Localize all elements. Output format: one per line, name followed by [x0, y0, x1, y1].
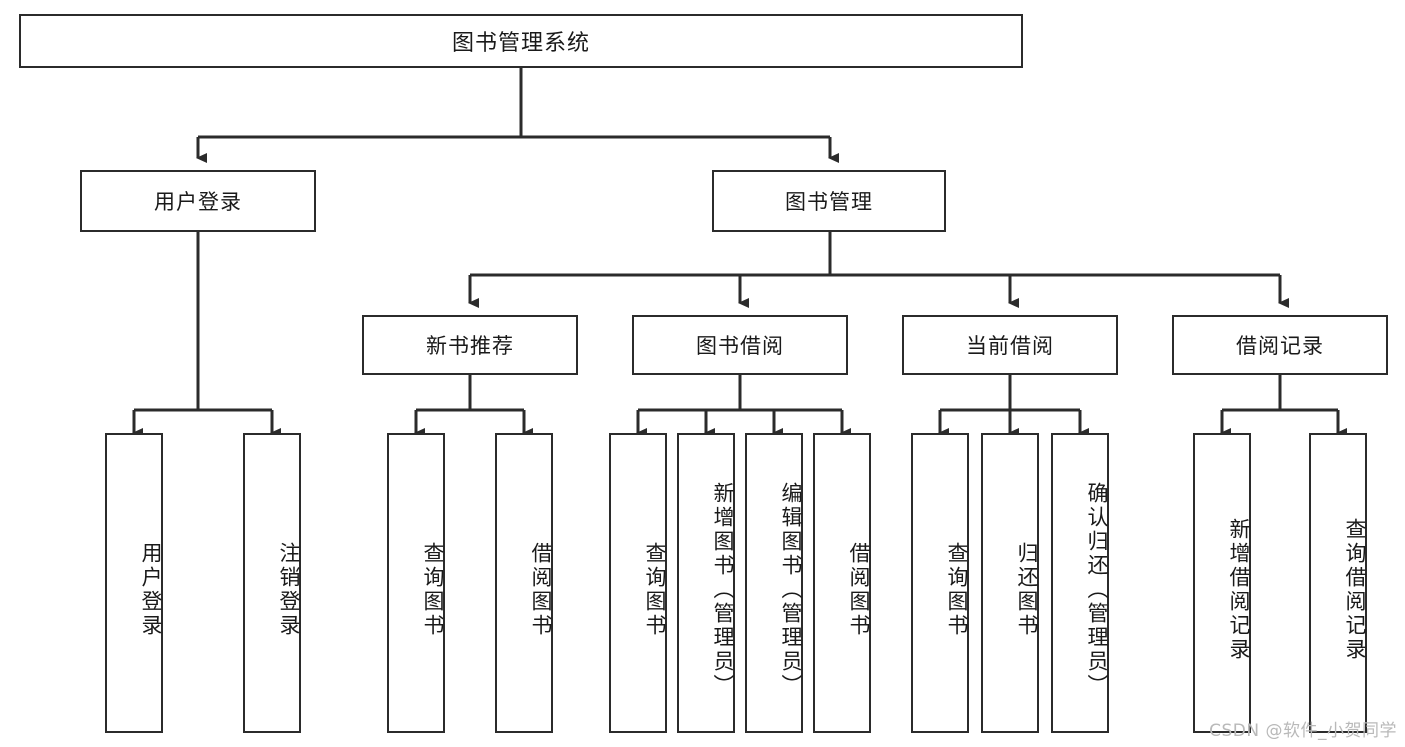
node-book-borrow[interactable]: 图书借阅	[632, 315, 848, 375]
node-label: 新书推荐	[426, 334, 514, 358]
node-label: 查询图书	[643, 542, 667, 638]
node-label: 借阅图书	[847, 542, 871, 638]
leaf-current-query-book[interactable]: 查询图书	[911, 433, 969, 733]
leaf-record-add-record[interactable]: 新增借阅记录	[1193, 433, 1251, 733]
leaf-borrow-add-book-admin[interactable]: 新增图书（管理员）	[677, 433, 735, 733]
leaf-record-query-record[interactable]: 查询借阅记录	[1309, 433, 1367, 733]
leaf-user-login-signout[interactable]: 注销登录	[243, 433, 301, 733]
node-user-login[interactable]: 用户登录	[80, 170, 316, 232]
node-label: 查询图书	[945, 542, 969, 638]
leaf-recommend-borrow-book[interactable]: 借阅图书	[495, 433, 553, 733]
node-label: 图书管理	[785, 190, 873, 214]
node-label: 查询图书	[421, 542, 445, 638]
leaf-current-confirm-return-admin[interactable]: 确认归还（管理员）	[1051, 433, 1109, 733]
csdn-watermark: CSDN @软件_小贺同学	[1209, 721, 1397, 741]
leaf-borrow-query-book[interactable]: 查询图书	[609, 433, 667, 733]
leaf-recommend-query-book[interactable]: 查询图书	[387, 433, 445, 733]
node-label: 编辑图书（管理员）	[779, 482, 803, 698]
node-label: 借阅图书	[529, 542, 553, 638]
node-label: 当前借阅	[966, 334, 1054, 358]
node-label: 图书借阅	[696, 334, 784, 358]
leaf-current-return-book[interactable]: 归还图书	[981, 433, 1039, 733]
node-label: 新增借阅记录	[1227, 518, 1251, 662]
node-new-book-recommend[interactable]: 新书推荐	[362, 315, 578, 375]
node-label: 用户登录	[154, 190, 242, 214]
node-label: 借阅记录	[1236, 334, 1324, 358]
node-borrow-record[interactable]: 借阅记录	[1172, 315, 1388, 375]
node-book-management[interactable]: 图书管理	[712, 170, 946, 232]
node-label: 归还图书	[1015, 542, 1039, 638]
node-label: 新增图书（管理员）	[711, 482, 735, 698]
node-label: 确认归还（管理员）	[1085, 482, 1109, 698]
node-current-borrow[interactable]: 当前借阅	[902, 315, 1118, 375]
node-label: 查询借阅记录	[1343, 518, 1367, 662]
leaf-borrow-borrow-book[interactable]: 借阅图书	[813, 433, 871, 733]
node-label: 注销登录	[277, 542, 301, 638]
leaf-user-login-signin[interactable]: 用户登录	[105, 433, 163, 733]
leaf-borrow-edit-book-admin[interactable]: 编辑图书（管理员）	[745, 433, 803, 733]
node-label: 用户登录	[139, 542, 163, 638]
node-label: 图书管理系统	[451, 31, 590, 56]
node-root-system[interactable]: 图书管理系统	[19, 14, 1023, 68]
